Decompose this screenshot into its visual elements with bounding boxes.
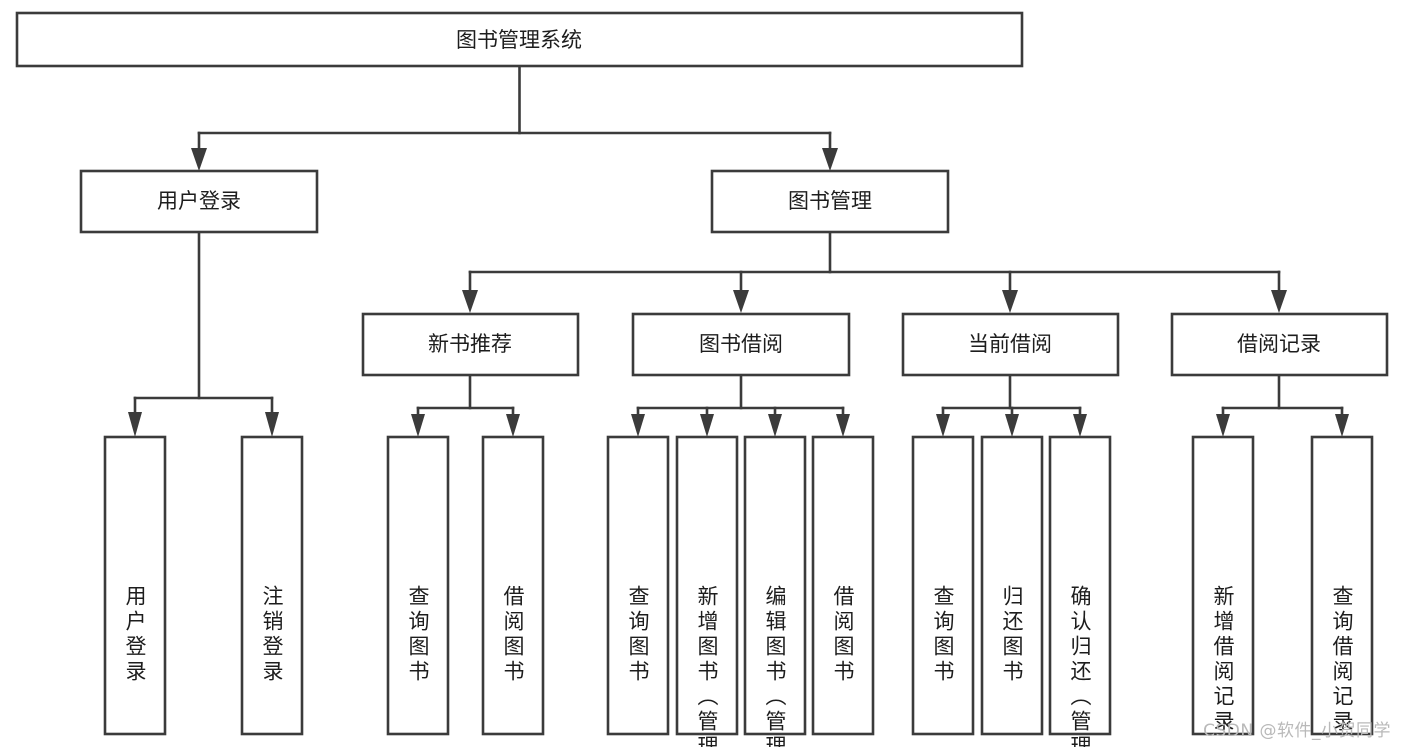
node-box-root bbox=[15, 11, 1024, 68]
node-box-current-borrow bbox=[901, 312, 1120, 377]
node-box-leaf-user-login bbox=[103, 435, 167, 736]
node-box-leaf-query-book-1 bbox=[386, 435, 450, 736]
arrow-head-leaf-borrow-book-1 bbox=[506, 414, 520, 437]
arrow-head-leaf-user-login bbox=[128, 412, 142, 437]
node-leaf-query-record[interactable]: 查询借阅记录 bbox=[1310, 435, 1374, 736]
node-label-book-management: 图书管理 bbox=[788, 189, 872, 213]
node-label-leaf-add-record: 新增借阅记录 bbox=[1211, 585, 1235, 735]
node-leaf-user-login[interactable]: 用户登录 bbox=[103, 435, 167, 736]
node-label-new-book-recommend: 新书推荐 bbox=[428, 332, 512, 356]
node-box-book-management bbox=[710, 169, 950, 234]
arrow-head-book-borrow bbox=[733, 290, 749, 313]
node-box-leaf-query-book-3 bbox=[911, 435, 975, 736]
arrow-head-new-book-recommend bbox=[462, 290, 478, 313]
connector-group-current-borrow bbox=[936, 373, 1087, 437]
arrow-head-leaf-borrow-book-2 bbox=[836, 414, 850, 437]
arrow-head-leaf-query-book-2 bbox=[631, 414, 645, 437]
node-leaf-add-record[interactable]: 新增借阅记录 bbox=[1191, 435, 1255, 736]
arrow-head-leaf-logout-login bbox=[265, 412, 279, 437]
arrow-head-leaf-edit-book bbox=[768, 414, 782, 437]
node-label-leaf-query-record: 查询借阅记录 bbox=[1330, 585, 1354, 735]
node-label-leaf-borrow-book-2: 借阅图书 bbox=[831, 585, 855, 685]
node-leaf-logout-login[interactable]: 注销登录 bbox=[240, 435, 304, 736]
arrow-head-leaf-add-book bbox=[700, 414, 714, 437]
node-box-leaf-query-record bbox=[1310, 435, 1374, 736]
connector-group-user-login bbox=[128, 230, 279, 437]
node-label-book-borrow: 图书借阅 bbox=[699, 332, 783, 356]
arrow-head-leaf-add-record bbox=[1216, 414, 1230, 437]
node-book-management[interactable]: 图书管理 bbox=[710, 169, 950, 234]
node-box-leaf-logout-login bbox=[240, 435, 304, 736]
node-box-new-book-recommend bbox=[361, 312, 580, 377]
node-label-leaf-confirm-return: 确认归还（管理员） bbox=[1068, 585, 1092, 747]
node-box-leaf-confirm-return bbox=[1048, 435, 1112, 736]
node-leaf-borrow-book-2[interactable]: 借阅图书 bbox=[811, 435, 875, 736]
watermark: CSDN @软件_小贺同学 bbox=[1203, 721, 1391, 741]
node-new-book-recommend[interactable]: 新书推荐 bbox=[361, 312, 580, 377]
node-box-leaf-return-book bbox=[980, 435, 1044, 736]
node-box-leaf-borrow-book-1 bbox=[481, 435, 545, 736]
arrow-head-current-borrow bbox=[1002, 290, 1018, 313]
node-label-user-login: 用户登录 bbox=[157, 189, 241, 213]
arrow-head-borrow-record bbox=[1271, 290, 1287, 313]
node-label-leaf-edit-book: 编辑图书（管理员） bbox=[763, 585, 787, 747]
arrow-head-leaf-query-record bbox=[1335, 414, 1349, 437]
node-box-leaf-query-book-2 bbox=[606, 435, 670, 736]
arrow-head-leaf-return-book bbox=[1005, 414, 1019, 437]
node-label-borrow-record: 借阅记录 bbox=[1237, 332, 1321, 356]
node-label-leaf-borrow-book-1: 借阅图书 bbox=[501, 585, 525, 685]
connector-group-book-management bbox=[462, 230, 1287, 313]
arrow-head-book-management bbox=[822, 148, 838, 171]
node-leaf-query-book-2[interactable]: 查询图书 bbox=[606, 435, 670, 736]
node-label-leaf-return-book: 归还图书 bbox=[1000, 585, 1024, 685]
node-leaf-add-book[interactable]: 新增图书（管理员） bbox=[675, 435, 739, 747]
arrow-head-user-login bbox=[191, 148, 207, 171]
node-book-borrow[interactable]: 图书借阅 bbox=[631, 312, 851, 377]
node-user-login[interactable]: 用户登录 bbox=[79, 169, 319, 234]
node-box-leaf-add-book bbox=[675, 435, 739, 736]
node-root-book-management-system[interactable]: 图书管理系统 bbox=[15, 11, 1024, 68]
node-box-user-login bbox=[79, 169, 319, 234]
node-leaf-return-book[interactable]: 归还图书 bbox=[980, 435, 1044, 736]
node-leaf-edit-book[interactable]: 编辑图书（管理员） bbox=[743, 435, 807, 747]
node-borrow-record[interactable]: 借阅记录 bbox=[1170, 312, 1389, 377]
node-leaf-confirm-return[interactable]: 确认归还（管理员） bbox=[1048, 435, 1112, 747]
node-label-current-borrow: 当前借阅 bbox=[968, 332, 1052, 356]
node-current-borrow[interactable]: 当前借阅 bbox=[901, 312, 1120, 377]
node-box-borrow-record bbox=[1170, 312, 1389, 377]
node-label-leaf-query-book-3: 查询图书 bbox=[931, 585, 955, 685]
connector-group-borrow-record bbox=[1216, 373, 1349, 437]
arrow-head-leaf-query-book-3 bbox=[936, 414, 950, 437]
node-box-book-borrow bbox=[631, 312, 851, 377]
node-box-leaf-borrow-book-2 bbox=[811, 435, 875, 736]
connector-group-book-borrow bbox=[631, 373, 850, 437]
node-label-leaf-logout-login: 注销登录 bbox=[260, 585, 284, 685]
node-label-leaf-query-book-1: 查询图书 bbox=[406, 585, 430, 685]
node-leaf-borrow-book-1[interactable]: 借阅图书 bbox=[481, 435, 545, 736]
node-box-leaf-edit-book bbox=[743, 435, 807, 736]
node-label-leaf-user-login: 用户登录 bbox=[123, 585, 147, 685]
node-label-leaf-query-book-2: 查询图书 bbox=[626, 585, 650, 685]
connector-group-root bbox=[191, 64, 838, 171]
connector-group-new-book-recommend bbox=[411, 373, 520, 437]
arrow-head-leaf-query-book-1 bbox=[411, 414, 425, 437]
node-box-leaf-add-record bbox=[1191, 435, 1255, 736]
node-label-leaf-add-book: 新增图书（管理员） bbox=[695, 585, 719, 747]
node-label-root: 图书管理系统 bbox=[456, 28, 582, 52]
arrow-head-leaf-confirm-return bbox=[1073, 414, 1087, 437]
node-leaf-query-book-1[interactable]: 查询图书 bbox=[386, 435, 450, 736]
node-leaf-query-book-3[interactable]: 查询图书 bbox=[911, 435, 975, 736]
